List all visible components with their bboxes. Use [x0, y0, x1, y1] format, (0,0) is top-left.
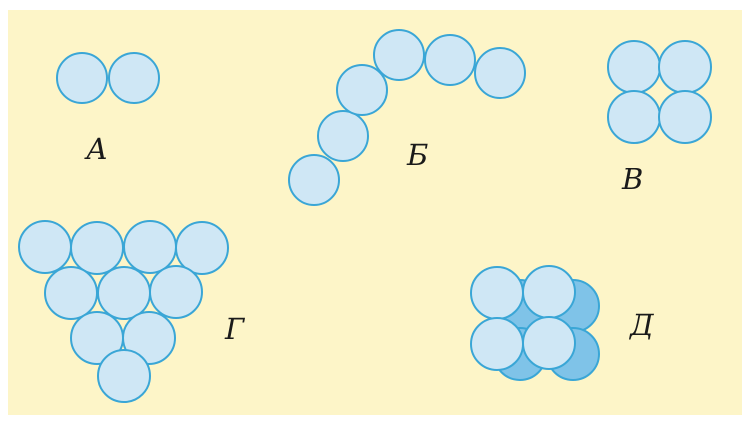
particle-d-front-2: [522, 265, 576, 319]
particle-b-5: [424, 34, 476, 86]
particle-b-2: [317, 110, 369, 162]
particle-g-6: [97, 266, 151, 320]
group-a-particles: [56, 52, 160, 104]
particle-b-1: [288, 154, 340, 206]
particle-b-6: [474, 47, 526, 99]
label-a: А: [84, 132, 108, 166]
particle-g-1: [18, 220, 72, 274]
particle-g-4: [175, 221, 229, 275]
particle-g-10: [97, 349, 151, 403]
particle-a-1: [56, 52, 108, 104]
particle-d-front-3: [470, 317, 524, 371]
label-b: Б: [406, 138, 428, 172]
particle-g-7: [149, 265, 203, 319]
group-d-particles: [470, 265, 600, 381]
particle-v-4: [658, 90, 712, 144]
label-v: В: [621, 162, 643, 196]
label-g: Г: [224, 312, 246, 346]
group-g-particles: [18, 220, 229, 403]
particle-g-3: [123, 220, 177, 274]
label-d: Д: [628, 308, 655, 342]
particle-g-5: [44, 266, 98, 320]
particle-g-9: [122, 311, 176, 365]
particle-d-front-4: [522, 316, 576, 370]
particle-v-1: [607, 40, 661, 94]
group-b-particles: [288, 29, 526, 206]
group-v-particles: [607, 40, 712, 144]
particle-g-2: [70, 221, 124, 275]
particle-b-3: [336, 64, 388, 116]
particle-d-front-1: [470, 266, 524, 320]
particle-a-2: [108, 52, 160, 104]
particle-v-2: [658, 40, 712, 94]
particle-v-3: [607, 90, 661, 144]
particle-b-4: [373, 29, 425, 81]
